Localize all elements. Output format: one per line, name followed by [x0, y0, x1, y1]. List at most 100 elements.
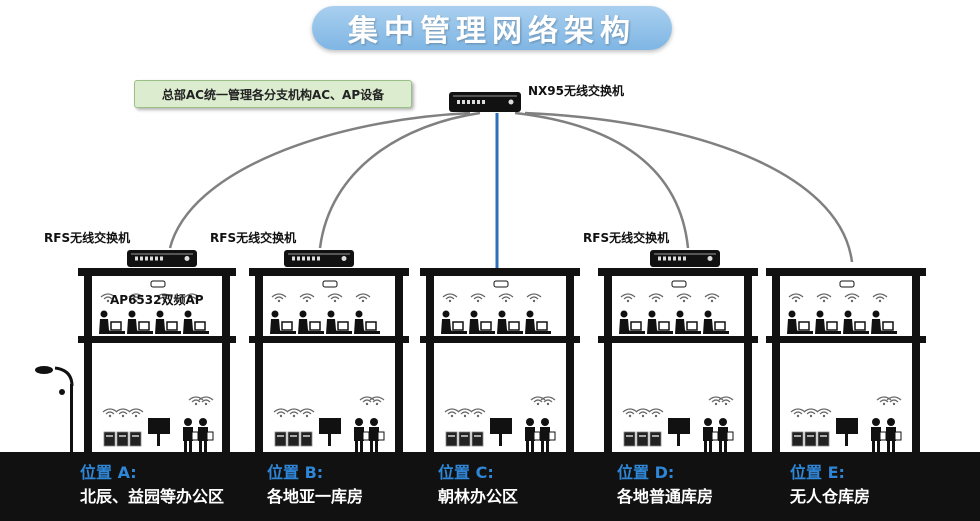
roof-slab [249, 268, 409, 276]
rfs-switch-icon-d [650, 250, 720, 267]
wifi-signal-icon [530, 396, 546, 406]
rfs-label-b: RFS无线交换机 [210, 231, 297, 245]
wifi-signal-icon [198, 396, 214, 406]
wifi-signal-icon [498, 293, 514, 303]
warehouse-worker-icon [354, 418, 370, 452]
warehouse-worker-icon [198, 418, 214, 452]
building-c [420, 268, 580, 452]
link-core-to-d [514, 111, 690, 249]
diagram-title: 集中管理网络架构 [348, 14, 636, 49]
floor-slab [598, 336, 758, 343]
wifi-signal-icon [886, 396, 902, 406]
user-at-desk-icon [497, 310, 523, 334]
wifi-signal-icon [470, 293, 486, 303]
wifi-signal-icon [442, 293, 458, 303]
server-rack-icon [300, 431, 313, 447]
rfs-switch-icon-a [127, 250, 197, 267]
pillar-right [566, 276, 574, 452]
user-at-desk-icon [354, 310, 380, 334]
monitor-icon [319, 418, 341, 434]
core-switch-label: NX95无线交换机 [528, 84, 624, 98]
user-at-desk-icon [647, 310, 673, 334]
wifi-signal-icon [273, 408, 289, 418]
server-rack-icon [129, 431, 142, 447]
wifi-signal-icon [708, 396, 724, 406]
location-c-name: 朝林办公区 [438, 487, 519, 506]
pillar-left [426, 276, 434, 452]
server-rack-icon [274, 431, 287, 447]
user-at-desk-icon [270, 310, 296, 334]
warehouse-worker-icon [718, 418, 734, 452]
pillar-left [255, 276, 263, 452]
wifi-signal-icon [648, 293, 664, 303]
wifi-signal-icon [102, 408, 118, 418]
location-e-name: 无人仓库房 [790, 487, 871, 506]
roof-slab [598, 268, 758, 276]
wifi-signal-icon [620, 293, 636, 303]
link-core-to-b [318, 111, 481, 249]
floor-slab [78, 336, 236, 343]
warehouse-worker-icon [886, 418, 902, 452]
wifi-signal-icon [790, 408, 806, 418]
user-at-desk-icon [525, 310, 551, 334]
server-rack-icon [649, 431, 662, 447]
building-e [766, 268, 926, 452]
user-at-desk-icon [99, 310, 125, 334]
ap-device-icon [150, 280, 166, 288]
wifi-signal-icon [788, 293, 804, 303]
note-text: 总部AC统一管理各分支机构AC、AP设备 [161, 87, 385, 102]
link-core-to-e [524, 111, 854, 263]
note-box: 总部AC统一管理各分支机构AC、AP设备 [134, 80, 412, 108]
wifi-signal-icon [470, 408, 486, 418]
user-at-desk-icon [675, 310, 701, 334]
wifi-signal-icon [876, 396, 892, 406]
location-e-title: 位置 E: [790, 463, 845, 482]
user-at-desk-icon [183, 310, 209, 334]
location-c: 位置 C: 朝林办公区 [438, 459, 518, 507]
location-b: 位置 B: 各地亚一库房 [267, 459, 363, 507]
pillar-left [772, 276, 780, 452]
ap-device-icon [322, 280, 338, 288]
wifi-signal-icon [128, 408, 144, 418]
server-rack-icon [817, 431, 830, 447]
floor-slab [766, 336, 926, 343]
wifi-signal-icon [184, 293, 200, 303]
location-c-title: 位置 C: [438, 463, 494, 482]
wifi-signal-icon [188, 396, 204, 406]
location-a-title: 位置 A: [80, 463, 137, 482]
ap-device-icon [671, 280, 687, 288]
roof-slab [78, 268, 236, 276]
wifi-signal-icon [622, 408, 638, 418]
server-rack-icon [804, 431, 817, 447]
pillar-left [84, 276, 92, 452]
wifi-signal-icon [718, 396, 734, 406]
wifi-signal-icon [369, 396, 385, 406]
wifi-signal-icon [444, 408, 460, 418]
server-rack-icon [103, 431, 116, 447]
location-b-title: 位置 B: [267, 463, 324, 482]
server-rack-icon [471, 431, 484, 447]
wifi-signal-icon [704, 293, 720, 303]
user-at-desk-icon [326, 310, 352, 334]
monitor-icon [490, 418, 512, 434]
wifi-signal-icon [816, 408, 832, 418]
building-a [78, 268, 236, 452]
wifi-signal-icon [676, 293, 692, 303]
wifi-signal-icon [359, 396, 375, 406]
warehouse-worker-icon [183, 418, 199, 452]
wifi-signal-icon [156, 293, 172, 303]
warehouse-worker-icon [525, 418, 541, 452]
server-rack-icon [116, 431, 129, 447]
warehouse-worker-icon [871, 418, 887, 452]
server-rack-icon [445, 431, 458, 447]
warehouse-worker-icon [540, 418, 556, 452]
location-d-title: 位置 D: [617, 463, 675, 482]
user-at-desk-icon [871, 310, 897, 334]
server-rack-icon [791, 431, 804, 447]
wifi-signal-icon [872, 293, 888, 303]
user-at-desk-icon [155, 310, 181, 334]
building-b [249, 268, 409, 452]
wifi-signal-icon [648, 408, 664, 418]
ap-label: AP6532双频AP [110, 293, 204, 307]
